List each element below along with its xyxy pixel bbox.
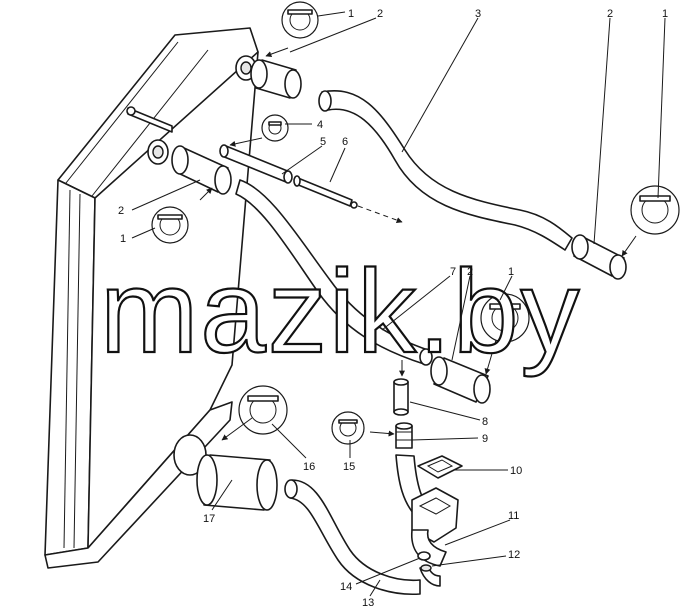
- callout-8: 8: [482, 416, 488, 428]
- callout-2-mid: 2: [467, 266, 473, 278]
- callout-1-top: 1: [348, 8, 354, 20]
- callout-17: 17: [203, 513, 215, 525]
- callout-14: 14: [340, 581, 352, 593]
- callout-2-left: 2: [118, 205, 124, 217]
- callout-4: 4: [317, 119, 323, 131]
- short-tube: [393, 378, 409, 416]
- watermark: mazik.by: [100, 246, 582, 378]
- callout-1-mid: 1: [508, 266, 514, 278]
- assembly-arrows: [199, 47, 637, 441]
- hose-clamp-icon: [331, 411, 365, 445]
- hose-clamp-icon: [261, 114, 289, 142]
- rod: [293, 175, 403, 223]
- callout-3: 3: [475, 8, 481, 20]
- callout-5: 5: [320, 136, 326, 148]
- hose-clamp-icon: [630, 185, 680, 235]
- hose-clamp-icon: [151, 206, 189, 244]
- lower-hose: [284, 479, 421, 596]
- gasket: [417, 455, 463, 479]
- callout-9: 9: [482, 433, 488, 445]
- callout-6: 6: [342, 136, 348, 148]
- bypass-pipe: [219, 144, 293, 184]
- callout-12: 12: [508, 549, 520, 561]
- middle-hose: [235, 179, 433, 366]
- coupler: [395, 422, 413, 449]
- callout-numbers: 1 2 3 2 1 4 5 6 2 1 7 2 1 8 9 10 11 12 1…: [118, 8, 668, 609]
- callout-15: 15: [343, 461, 355, 473]
- callout-1-left: 1: [120, 233, 126, 245]
- outlet-pipe-assembly: [395, 454, 459, 587]
- hose-clamp-icon: [281, 1, 319, 39]
- hose-sleeve-left: [171, 145, 232, 195]
- hose-sleeve-right: [571, 234, 627, 280]
- callout-2-right: 2: [607, 8, 613, 20]
- leader-lines: [131, 11, 666, 597]
- callout-16: 16: [303, 461, 315, 473]
- hose-clamp-icon: [238, 385, 288, 435]
- lower-sleeve: [173, 434, 278, 511]
- hose-clamp-icon: [480, 293, 530, 343]
- callout-2-top: 2: [377, 8, 383, 20]
- callout-7: 7: [450, 266, 456, 278]
- callout-10: 10: [510, 465, 522, 477]
- upper-long-hose: [318, 90, 573, 251]
- hose-sleeve-top: [250, 59, 302, 99]
- callout-13: 13: [362, 597, 374, 609]
- callout-11: 11: [508, 510, 519, 522]
- callout-1-right: 1: [662, 8, 668, 20]
- hose-sleeve-mid: [430, 356, 491, 404]
